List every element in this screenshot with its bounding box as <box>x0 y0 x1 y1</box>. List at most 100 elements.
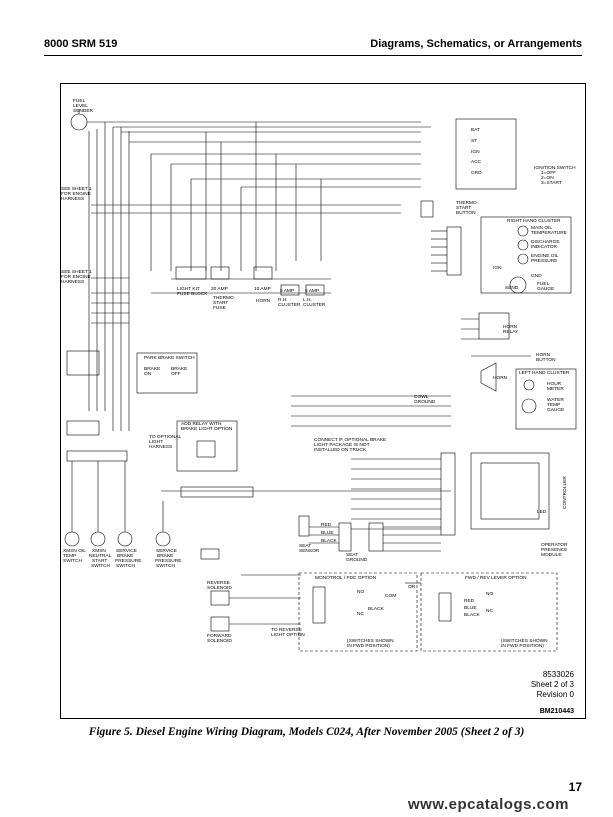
horn-relay-1: HORN <box>503 324 518 330</box>
left-item-hour-2: METER <box>547 386 564 392</box>
fuse-thermo-2: START <box>213 300 228 306</box>
connect-note-2: LIGHT PACKAGE IS NOT <box>314 442 370 448</box>
left-item-water-1: WATER <box>547 397 564 403</box>
switches-shown-fwd-2: IN FWD POSITION) <box>501 643 544 649</box>
cowl-ground-2: GROUND <box>414 399 436 405</box>
fuse-thermo-3: FUSE <box>213 305 226 311</box>
fuse-lh-1: L.H. <box>303 297 312 303</box>
fuse-rating-3: 5 AMP <box>280 288 294 294</box>
park-brake-title: PARK BRAKE SWITCH <box>144 355 195 361</box>
optional-light-2: LIGHT <box>149 439 163 445</box>
fuse-light-kit-1: LIGHT KIT <box>177 286 200 292</box>
contact-no-mono: NO <box>357 589 364 595</box>
cluster-send: SEND <box>505 285 519 291</box>
left-cluster-title: LEFT HAND CLUSTER <box>519 370 570 376</box>
see-sheet-mid-3: HARNESS <box>61 279 84 285</box>
ign-term-acc: ACC <box>471 159 482 165</box>
ign-term-grd: GRD <box>471 170 482 176</box>
switch-sbp1-1: SERVICE <box>116 548 137 554</box>
fuse-light-kit-2: FUSE BLOCK <box>177 291 208 297</box>
reverse-solenoid-1: REVERSE <box>207 580 230 586</box>
controller-label: CONTROLLER <box>562 476 568 509</box>
seat-sensor-1: SEAT <box>299 543 311 549</box>
thermo-button-3: BUTTON <box>456 210 476 216</box>
fuse-rating-4: 5 AMP <box>305 288 319 294</box>
switch-xmsn-oil-3: SWITCH <box>63 558 82 564</box>
see-sheet-top-1: SEE SHEET 1 <box>61 186 92 192</box>
connect-note-3: INSTALLED ON TRUCK <box>314 447 367 453</box>
switch-neutral-1: XMSN <box>92 548 106 554</box>
reverse-solenoid-2: SOLENOID <box>207 585 232 591</box>
right-item-2a: DISCHARGE <box>531 239 560 245</box>
see-sheet-top-3: HARNESS <box>61 196 84 202</box>
ignition-off: 1=OFF <box>541 170 556 176</box>
ignition-on: 2=ON <box>541 175 554 181</box>
ignition-label: IGNITION SWITCH <box>534 165 576 171</box>
header-divider <box>44 55 582 56</box>
fuse-rh-2: CLUSTER <box>278 302 301 308</box>
page-number: 17 <box>568 780 582 794</box>
sheet-info-block: 8533026 Sheet 2 of 3 Revision 0 BM210443 <box>531 670 575 715</box>
right-item-3a: ENGINE OIL <box>531 253 559 259</box>
right-item-1a: MAIN OIL <box>531 225 552 231</box>
fuse-rh-1: R.H. <box>278 297 288 303</box>
brake-on-1: BRAKE <box>144 366 160 372</box>
contact-nc-mono: NC <box>357 611 364 617</box>
or-label: OR <box>408 584 416 590</box>
switch-sbp2-2: BRAKE <box>157 553 173 559</box>
seat-wire-black: BLACK <box>321 538 338 544</box>
wiring-diagram: FUEL LEVEL SENDER SEE SHEET 1 FOR ENGINE… <box>61 98 577 715</box>
operator-presence-1: OPERATOR <box>541 542 568 548</box>
switch-sbp1-3: PRESSURE <box>115 558 141 564</box>
figure-caption: Figure 5. Diesel Engine Wiring Diagram, … <box>88 726 525 738</box>
fuse-lh-2: CLUSTER <box>303 302 326 308</box>
cowl-ground-1: COWL <box>414 394 429 400</box>
right-item-2b: INDICATOR <box>531 244 557 250</box>
brake-on-2: ON <box>144 371 152 377</box>
thermo-button-2: START <box>456 205 471 211</box>
contact-black-mono: BLACK <box>368 606 385 612</box>
led-label: LED <box>537 509 547 515</box>
see-sheet-top-2: FOR ENGINE <box>61 191 91 197</box>
contact-nc-fwd: NC <box>486 608 493 614</box>
add-relay-1: ADD RELAY WITH <box>181 421 222 427</box>
fwd-rev-title: FWD / REV LEVER OPTION <box>465 575 527 581</box>
add-relay-2: BRAKE LIGHT OPTION <box>181 426 233 432</box>
fuel-sender-label-2: LEVEL <box>73 103 88 109</box>
right-item-1b: TEMPERATURE <box>531 230 567 236</box>
watermark-url[interactable]: www.epcatalogs.com <box>408 796 569 813</box>
horn-button-1: HORN <box>536 352 551 358</box>
switches-shown-mono-2: IN FWD POSITION) <box>347 643 390 649</box>
right-item-3b: PRESSURE <box>531 258 557 264</box>
seat-wire-red: RED <box>321 522 332 528</box>
cluster-gnd: GND <box>531 273 542 279</box>
left-item-water-3: GAUGE <box>547 407 564 413</box>
horn-button-2: BUTTON <box>536 357 556 363</box>
to-reverse-1: TO REVERSE <box>271 627 302 633</box>
switch-neutral-3: START <box>92 558 107 564</box>
ign-term-ign: IGN <box>471 149 480 155</box>
horn-label: HORN <box>493 375 508 381</box>
contact-red-fwd: RED <box>464 598 475 604</box>
seat-sensor-2: SENSOR <box>299 548 320 554</box>
switch-sbp1-4: SWITCH <box>116 563 135 569</box>
monotrol-title: MONOTROL / FDC OPTION <box>315 575 377 581</box>
wire-lines <box>64 109 577 652</box>
left-item-hour-1: HOUR <box>547 381 562 387</box>
switch-neutral-4: SWITCH <box>91 563 110 569</box>
ignition-start: 3=START <box>541 180 562 186</box>
drawing-code: BM210443 <box>540 708 574 715</box>
contact-no-fwd: NO <box>486 591 493 597</box>
fuel-gauge-1: FUEL <box>537 281 550 287</box>
left-item-water-2: TEMP <box>547 402 560 408</box>
revision: Revision 0 <box>537 690 575 699</box>
to-reverse-2: LIGHT OPTION <box>271 632 305 638</box>
connect-note-1: CONNECT IF OPTIONAL BRAKE <box>314 437 386 443</box>
switch-sbp2-1: SERVICE <box>156 548 177 554</box>
optional-light-1: TO OPTIONAL <box>149 434 181 440</box>
switches-shown-mono-1: (SWITCHES SHOWN <box>347 638 394 644</box>
fuel-sender-label-1: FUEL <box>73 98 86 104</box>
fuse-thermo-1: THERMO <box>213 295 234 301</box>
fuel-sender-label-3: SENDER <box>73 108 94 114</box>
switch-xmsn-oil-1: XMSN OIL <box>63 548 86 554</box>
